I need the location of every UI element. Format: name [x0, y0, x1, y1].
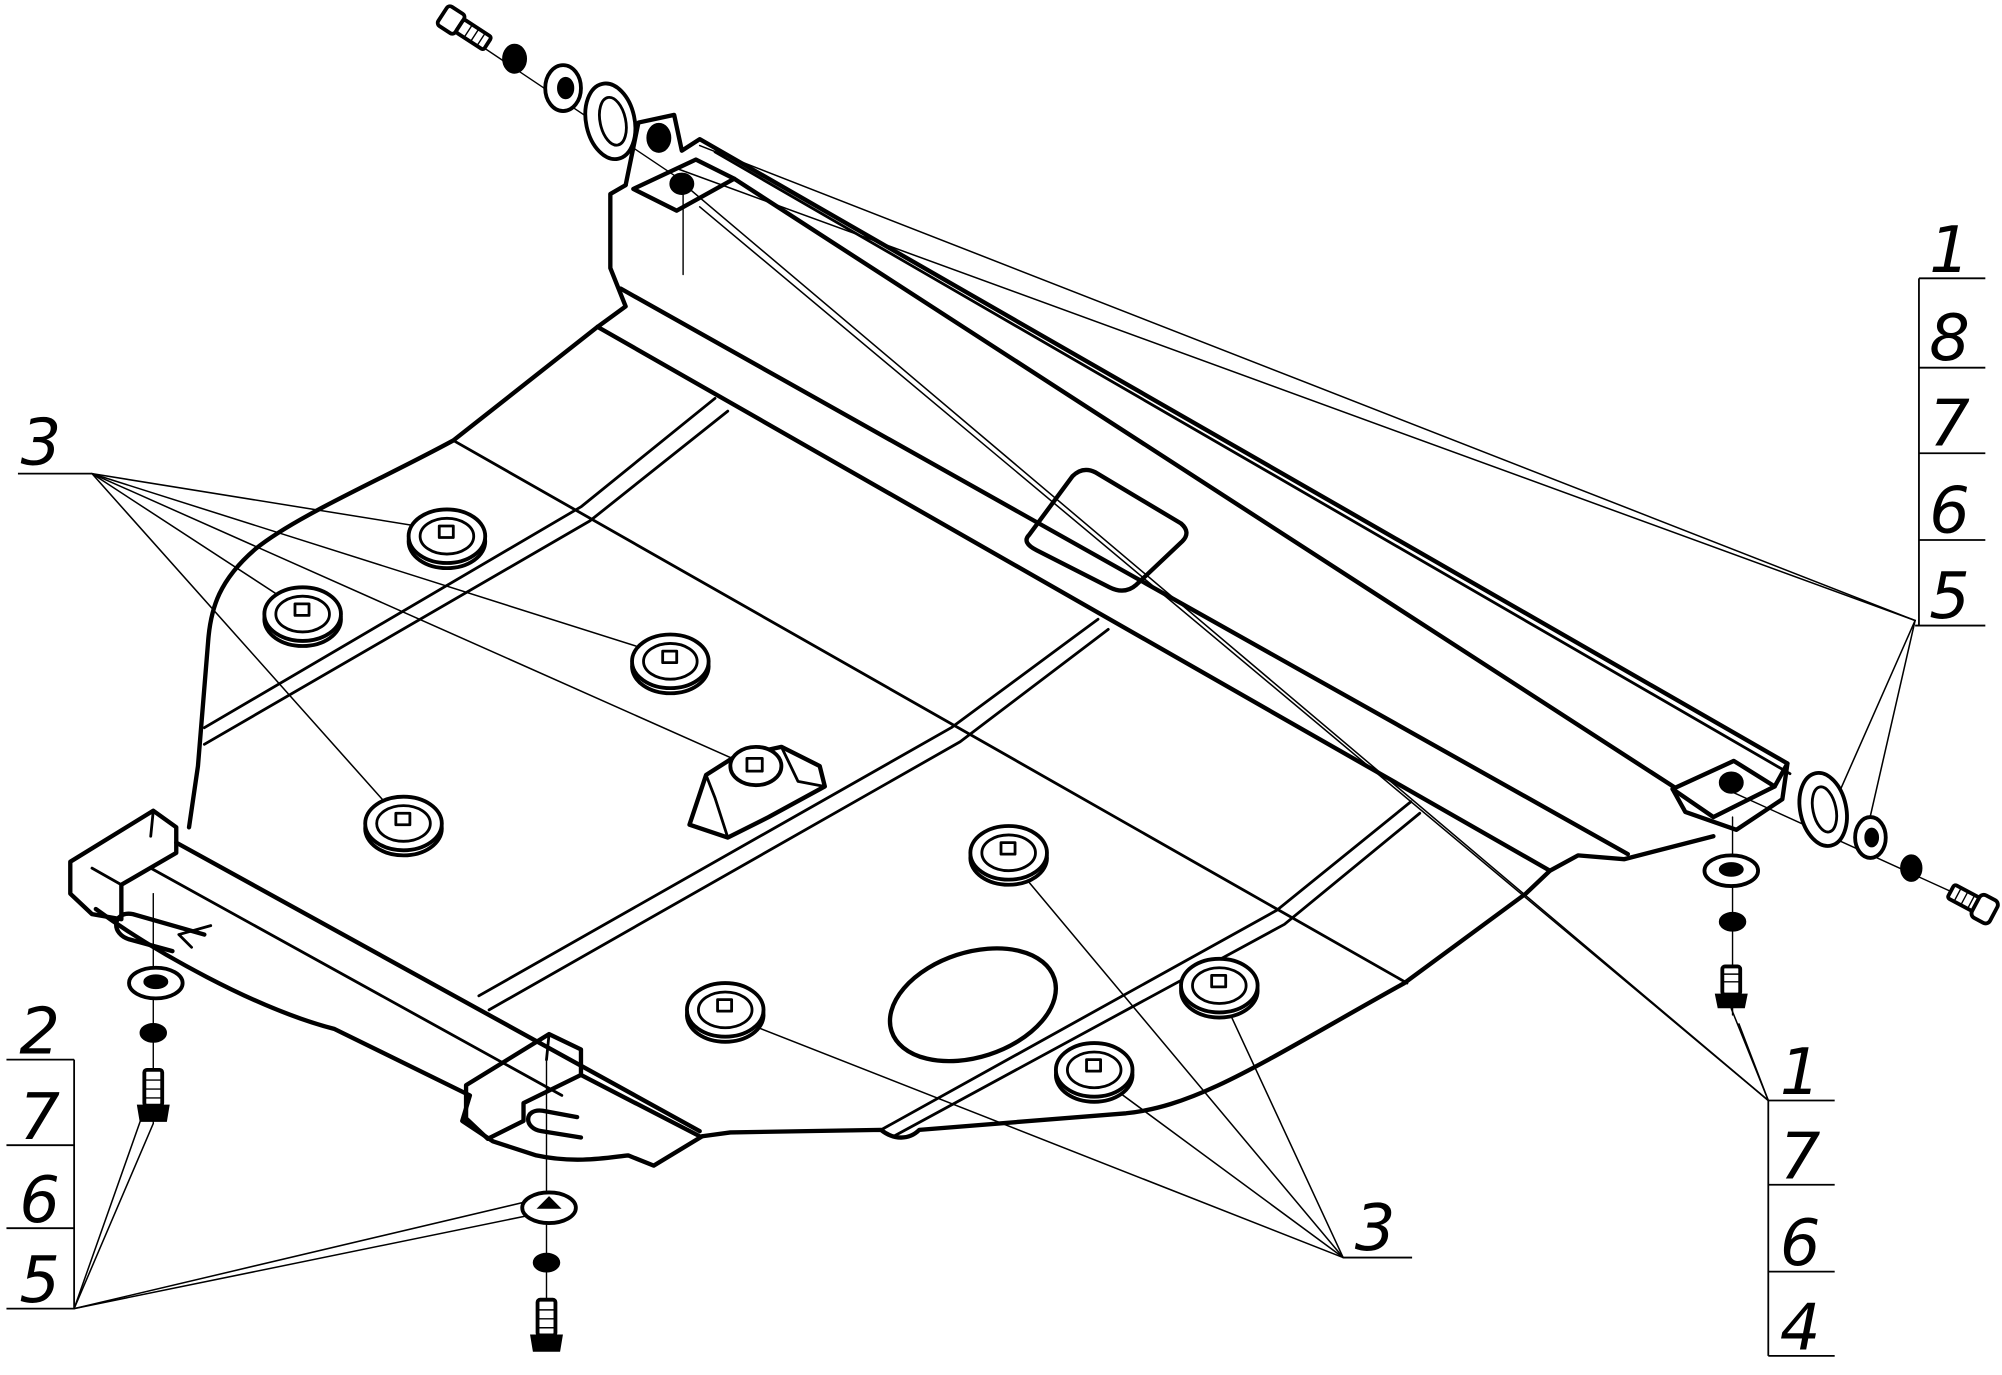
plate-fold-line — [451, 439, 1409, 985]
callout-stack-lower-right: 1 7 6 4 — [1767, 1036, 1835, 1365]
large-washer — [1797, 770, 1849, 848]
plate-outline-left — [186, 324, 600, 830]
cage-nut — [262, 585, 343, 648]
callout-label: 1 — [1929, 214, 1970, 288]
flat-washer — [1853, 815, 1888, 860]
leaders-bottom-center-3 — [721, 857, 1344, 1259]
bolt — [435, 4, 493, 51]
cage-nut — [363, 794, 444, 858]
front-rail-slot-mid — [526, 1108, 584, 1140]
stiffener-rib-1 — [202, 396, 730, 746]
fastener-set-top-left — [435, 4, 672, 162]
oval-drain-hole — [887, 946, 1059, 1064]
rail-end-pad-left — [631, 157, 737, 213]
cage-nuts — [262, 507, 1260, 1104]
plate-outline-bottom — [700, 834, 1716, 1140]
plate-edge-along-rail — [595, 324, 1553, 873]
cage-nut — [630, 632, 711, 696]
callout-label: 3 — [21, 407, 62, 481]
leaders-lower-right-stack — [688, 188, 1770, 1102]
rail-bolt-head-left — [669, 172, 695, 196]
callout-label: 7 — [19, 1081, 60, 1155]
front-rail — [68, 808, 705, 1168]
center-mount-bracket — [687, 744, 827, 840]
cage-nut — [406, 507, 488, 571]
bolt — [1714, 964, 1748, 1009]
callout-label: 6 — [1780, 1207, 1821, 1281]
cage-nut — [685, 981, 766, 1044]
lock-washer — [139, 1022, 167, 1043]
assembly-axis-lines — [152, 22, 1974, 1348]
stiffener-rib-2 — [477, 617, 1110, 1012]
lock-washer — [502, 43, 528, 74]
bolt — [136, 1067, 170, 1122]
leaders-lower-left-stack — [73, 1112, 545, 1310]
fastener-set-bottom-center — [520, 1190, 578, 1352]
callout-label: 6 — [1929, 474, 1970, 548]
cage-nut — [1053, 1041, 1135, 1104]
cage-nut — [968, 824, 1049, 887]
bolt — [530, 1297, 563, 1352]
lock-washer — [532, 1252, 561, 1273]
front-rail-lower-edge — [93, 906, 705, 1168]
front-rail-mid-bracket — [463, 1031, 584, 1141]
lock-washer — [1718, 911, 1747, 932]
callout-label: 8 — [1929, 302, 1970, 376]
callout-stack-upper-right: 1 8 7 6 5 — [1915, 214, 1986, 634]
upper-rail — [595, 112, 1792, 857]
callout-label: 4 — [1780, 1291, 1821, 1365]
cage-nut — [1179, 956, 1260, 1020]
flat-washer — [1702, 853, 1760, 888]
fastener-set-right-lower — [1702, 853, 1760, 1009]
large-washer — [583, 81, 638, 162]
bracket-bolt-head — [728, 744, 784, 788]
callout-label: 5 — [1929, 560, 1970, 634]
front-rail-end-bracket-left — [68, 808, 179, 922]
callout-top-left: 3 — [17, 407, 92, 481]
rail-bolt-head-right — [1718, 771, 1744, 794]
callout-label: 6 — [19, 1164, 60, 1238]
leader-lines — [73, 22, 1974, 1348]
callout-label: 3 — [1355, 1192, 1396, 1266]
flat-washer — [543, 63, 583, 113]
fastener-set-right — [1797, 770, 2000, 926]
callout-stack-lower-left: 2 7 6 5 — [6, 995, 76, 1318]
callout-label: 1 — [1780, 1036, 1821, 1110]
skid-plate — [186, 324, 1716, 1140]
bolt — [1946, 883, 2000, 926]
leaders-top-left-3 — [91, 472, 739, 816]
flat-washer — [127, 965, 185, 1001]
lock-washer — [1900, 854, 1923, 882]
stiffener-rib-3 — [879, 800, 1422, 1138]
fastener-set-left-lower — [127, 965, 185, 1122]
flat-washer — [520, 1190, 578, 1225]
callout-label: 7 — [1780, 1120, 1821, 1194]
callout-bottom-center: 3 — [1343, 1192, 1413, 1266]
callout-label: 5 — [19, 1244, 60, 1318]
callout-label: 2 — [19, 995, 60, 1069]
callout-label: 7 — [1929, 388, 1970, 462]
nut — [646, 122, 672, 153]
service-window — [1024, 467, 1189, 593]
